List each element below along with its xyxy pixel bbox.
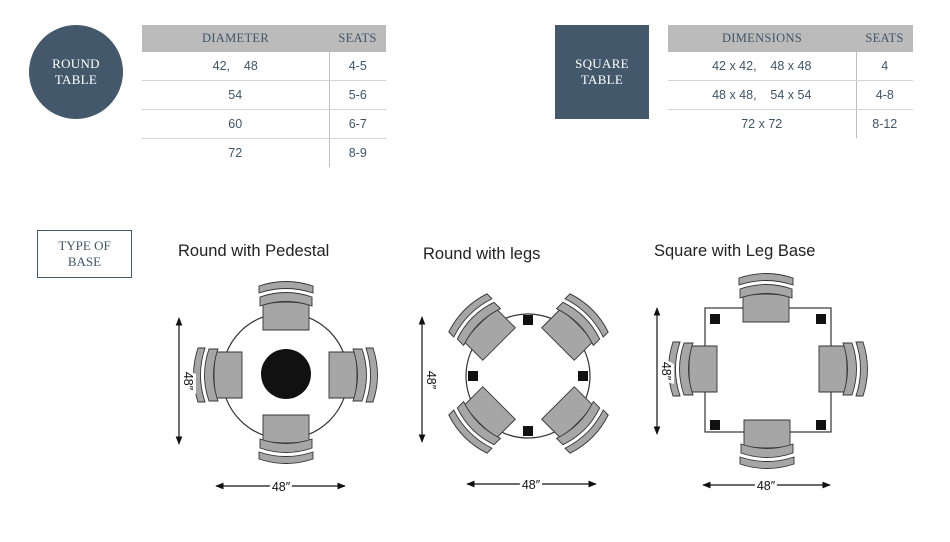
seats-header: SEATS — [329, 25, 386, 52]
seats-cell: 4 — [856, 52, 913, 81]
seats-cell: 6-7 — [329, 109, 386, 139]
leg-icon — [578, 371, 588, 381]
leg-base-width-label: 48″ — [757, 479, 776, 493]
table-row: 72 8-9 — [142, 138, 386, 167]
leg-icon — [523, 315, 533, 325]
table-row: 42, 48 4-5 — [142, 52, 386, 81]
chair-icon — [193, 347, 243, 403]
seats-cell: 4-5 — [329, 52, 386, 81]
type-of-base-label: TYPE OF BASE — [58, 238, 111, 269]
chair-icon — [258, 414, 314, 464]
chair-icon — [739, 419, 795, 469]
leg-base-height-label: 48″ — [659, 362, 673, 381]
pedestal-width-label: 48″ — [272, 480, 291, 494]
chair-icon — [328, 347, 378, 403]
pedestal-base — [261, 349, 311, 399]
legs-height-label: 48″ — [424, 371, 438, 390]
seats-cell: 5-6 — [329, 80, 386, 110]
round-table-badge-label: ROUND TABLE — [52, 56, 100, 87]
square-table-sizes: DIMENSIONS SEATS 42 x 42, 48 x 48 4 48 x… — [668, 25, 913, 138]
dimensions-cell: 42 x 42, 48 x 48 — [668, 52, 857, 81]
dimensions-cell: 72 x 72 — [668, 109, 857, 138]
square-table-badge: SQUARE TABLE — [555, 25, 649, 119]
seats-header: SEATS — [856, 25, 913, 52]
pedestal-height-label: 48″ — [181, 372, 195, 391]
leg-base-diagram — [653, 273, 868, 489]
table-row: 60 6-7 — [142, 109, 386, 139]
chair-icon — [668, 341, 718, 397]
legs-width-label: 48″ — [522, 478, 541, 492]
diameter-cell: 60 — [142, 109, 330, 139]
table-row: 72 x 72 8-12 — [668, 109, 913, 138]
seats-cell: 8-9 — [348, 146, 367, 160]
dimensions-header: DIMENSIONS — [668, 25, 856, 52]
leg-icon — [710, 314, 720, 324]
chair-icon — [258, 281, 314, 331]
leg-base-diagram-title: Square with Leg Base — [654, 242, 816, 260]
chair-icon — [818, 341, 868, 397]
leg-icon — [468, 371, 478, 381]
leg-icon — [523, 426, 533, 436]
table-row: 54 5-6 — [142, 80, 386, 110]
round-table-badge: ROUND TABLE — [29, 25, 123, 119]
pedestal-diagram — [175, 281, 378, 490]
seats-cell: 4-8 — [856, 80, 913, 110]
legs-diagram — [418, 290, 612, 488]
table-row: 48 x 48, 54 x 54 4-8 — [668, 80, 913, 110]
type-of-base-box: TYPE OF BASE — [37, 230, 132, 278]
legs-diagram-title: Round with legs — [423, 245, 541, 263]
pedestal-diagram-title: Round with Pedestal — [178, 242, 330, 260]
square-table-badge-label: SQUARE TABLE — [575, 56, 629, 87]
leg-icon — [816, 314, 826, 324]
seats-cell: 8-12 — [872, 117, 898, 131]
leg-icon — [710, 420, 720, 430]
diameter-cell: 42, 48 — [142, 52, 330, 81]
diameter-cell: 54 — [142, 80, 330, 110]
leg-icon — [816, 420, 826, 430]
table-row: 42 x 42, 48 x 48 4 — [668, 52, 913, 81]
dimensions-cell: 48 x 48, 54 x 54 — [668, 80, 857, 110]
round-table-sizes: DIAMETER SEATS 42, 48 4-5 54 5-6 60 6-7 … — [142, 25, 386, 167]
diameter-header: DIAMETER — [142, 25, 329, 52]
diameter-cell: 72 — [142, 138, 330, 167]
chair-icon — [738, 273, 794, 323]
